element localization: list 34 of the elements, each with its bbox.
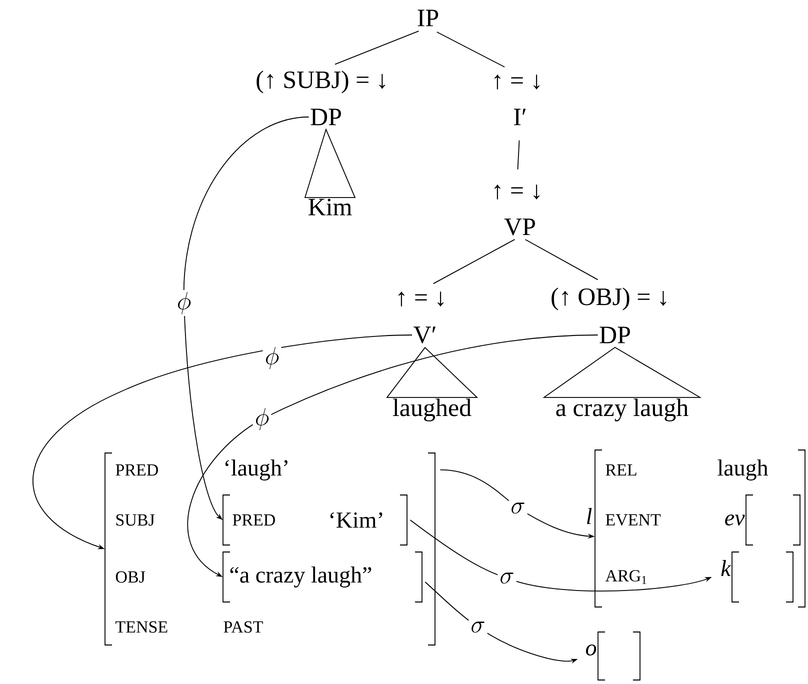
labelled-matrix: k [721,552,794,602]
annotation-label: (↑ OBJ) = ↓ [552,288,666,310]
mapping-arrow [32,334,412,550]
index-label: l [587,508,592,524]
category-label: V′ [414,326,436,344]
word-label: laughed [392,398,472,422]
edge-label: $\phi$ [262,344,282,372]
labelled-matrix: o [586,632,640,680]
tree-branch [517,140,520,170]
word-label: a crazy laugh [556,398,688,422]
category-label: IP [418,10,438,26]
annotation-label: ↑ = ↓ [398,292,444,306]
feature-matrix: “a crazy laugh” [222,552,422,602]
edge-label: $\sigma$ [498,570,516,586]
tree-branch [436,32,506,68]
tree-branch [334,30,420,65]
edge-label: $\phi$ [252,406,272,432]
mapping-arrow [187,334,598,577]
tree-branch [524,239,598,280]
tree-branch [432,238,516,284]
edge-label: $\sigma$ [468,620,488,634]
annotation-label: ↑ = ↓ [494,184,540,200]
category-label: DP [600,326,630,344]
category-label: DP [310,108,341,126]
annotation-label: (↑ SUBJ) = ↓ [256,70,386,94]
category-label: I′ [514,108,526,126]
annotation-label: ↑ = ↓ [494,74,540,90]
edge-label: $\phi$ [174,290,194,316]
mapping-arrow [184,116,310,520]
feature-matrix: PRED ‘Kim’ [222,494,408,546]
labelled-matrix: ev [725,494,800,546]
edge-label: $\sigma$ [508,500,528,516]
word-label: Kim [308,198,352,216]
category-label: VP [504,218,535,236]
